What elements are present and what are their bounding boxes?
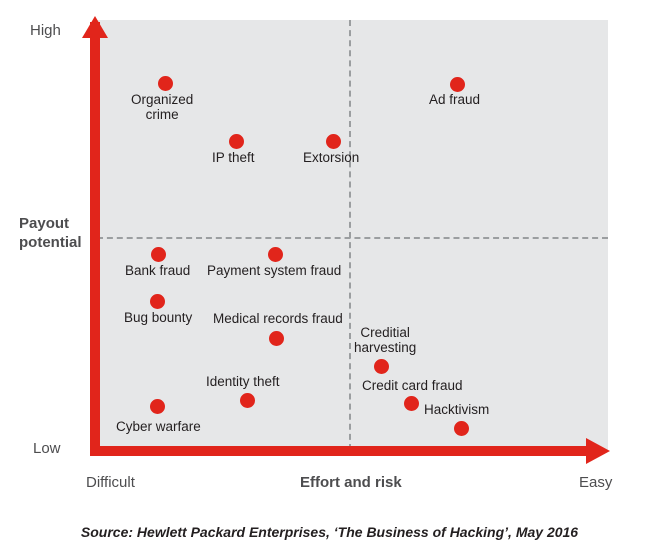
data-point [149, 293, 165, 309]
data-point-label: Organized crime [131, 92, 194, 122]
data-point-label: Extorsion [303, 150, 360, 165]
data-point [157, 75, 173, 91]
data-point-label: Identity theft [206, 374, 280, 389]
quadrant-divider-vertical [349, 20, 351, 450]
data-point [325, 133, 341, 149]
data-point [150, 246, 166, 262]
data-point-label: Payment system fraud [207, 263, 342, 278]
y-axis-title-line2: potential [19, 234, 82, 251]
quadrant-divider-horizontal [97, 237, 608, 239]
data-point-label: Hacktivism [424, 402, 490, 417]
data-point-label: IP theft [212, 150, 255, 165]
data-point [228, 133, 244, 149]
data-point [453, 420, 469, 436]
data-point [267, 246, 283, 262]
data-point [373, 358, 389, 374]
data-point-label: Cyber warfare [116, 419, 201, 434]
data-point-label: Credit card fraud [362, 378, 463, 393]
y-axis-title-line1: Payout [19, 215, 70, 232]
x-axis-title: Effort and risk [300, 474, 402, 491]
y-axis-low-label: Low [33, 440, 61, 457]
data-point [149, 398, 165, 414]
x-axis-line [90, 446, 590, 456]
data-point-label: Medical records fraud [213, 311, 343, 326]
data-point-label: Bank fraud [125, 263, 191, 278]
x-axis-arrowhead-icon [586, 438, 610, 464]
data-point [268, 330, 284, 346]
data-point-label: Bug bounty [124, 310, 193, 325]
x-axis-easy-label: Easy [579, 474, 613, 491]
y-axis-title: Payout potential [19, 214, 82, 252]
y-axis-high-label: High [30, 22, 61, 39]
data-point-label: Creditial harvesting [354, 325, 417, 355]
data-point-label: Ad fraud [429, 92, 481, 107]
data-point [449, 76, 465, 92]
data-point [239, 392, 255, 408]
source-note: Source: Hewlett Packard Enterprises, ‘Th… [80, 524, 579, 540]
y-axis-arrowhead-icon [82, 16, 108, 38]
plot-area [97, 20, 608, 450]
data-point [403, 395, 419, 411]
x-axis-difficult-label: Difficult [86, 474, 135, 491]
y-axis-line [90, 22, 100, 456]
